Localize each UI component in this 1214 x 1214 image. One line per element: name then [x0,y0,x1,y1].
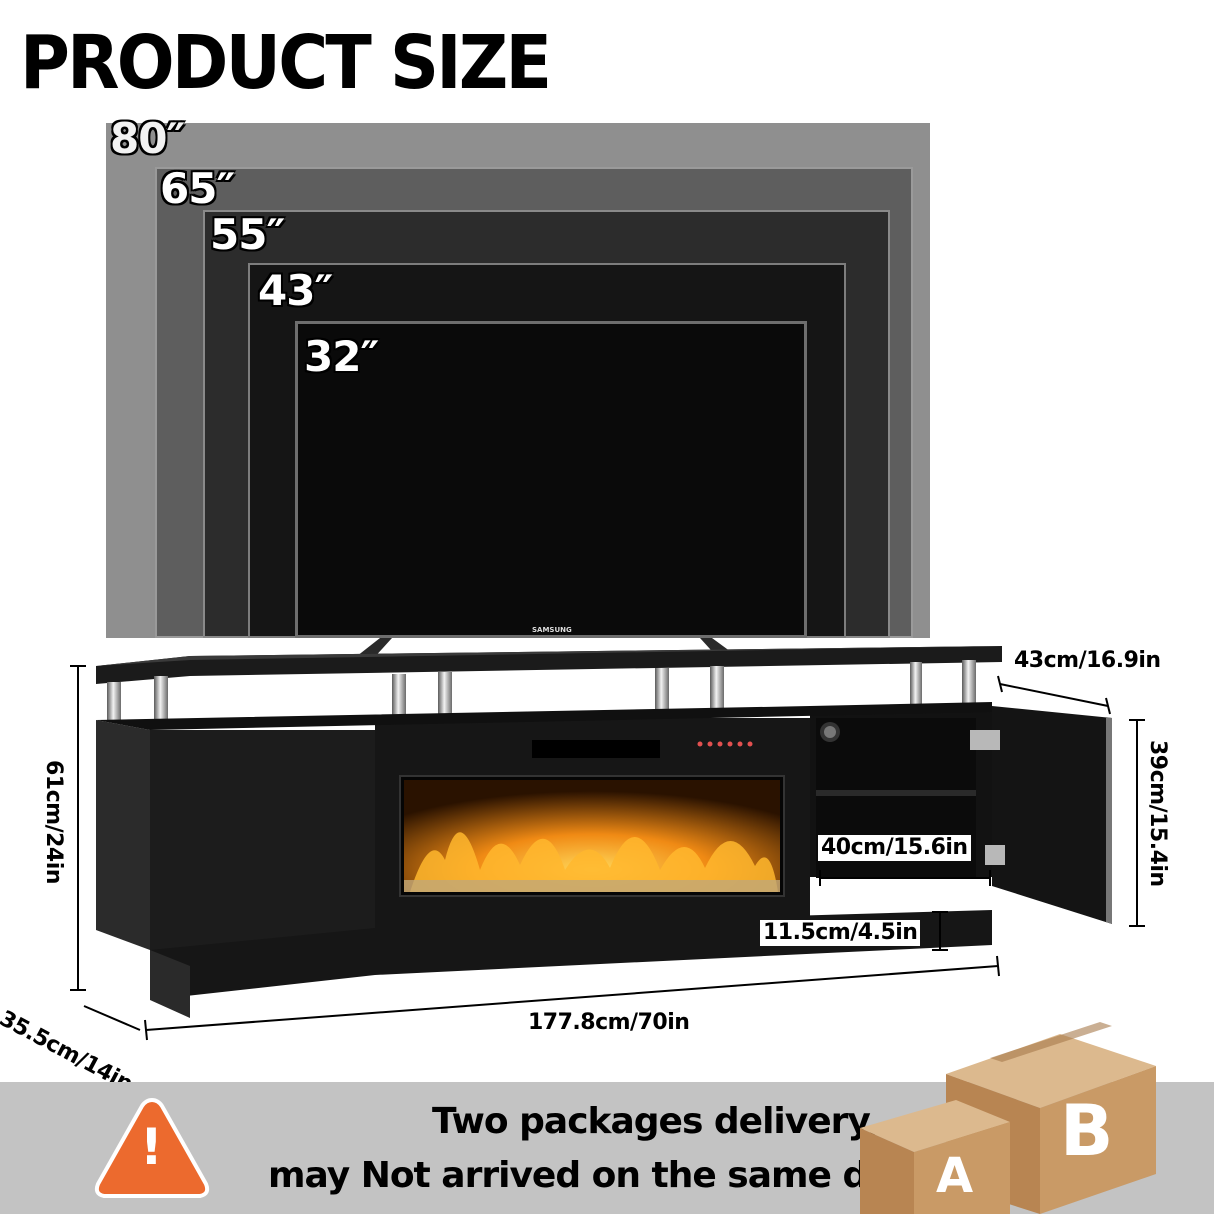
tv-brand-logo: SAMSUNG [532,626,572,634]
tv-size-label-32: 32″ [304,332,379,381]
tv-size-label-65: 65″ [160,164,235,213]
tv-size-label-43: 43″ [258,266,333,315]
shelf-width-dimension: 40cm/15.6in [818,835,971,861]
notice-line-2: may Not arrived on the same day. [268,1155,922,1196]
warning-glyph: ! [140,1118,163,1176]
base-height-dimension: 11.5cm/4.5in [760,920,921,946]
tv-screen-32 [295,321,807,638]
total-height-dimension: 61cm/24in [41,760,66,884]
notice-line-1: Two packages delivery, [432,1101,881,1142]
cabinet-height-dimension: 39cm/15.4in [1145,740,1170,887]
warning-icon [94,1097,210,1198]
page-title: PRODUCT SIZE [20,20,552,106]
package-boxes-illustration [860,1022,1156,1214]
box-a-label: A [936,1148,974,1204]
tv-size-label-55: 55″ [210,210,285,259]
box-b-label: B [1060,1090,1114,1172]
tv-size-label-80: 80″ [110,114,185,163]
total-width-dimension: 177.8cm/70in [528,1010,690,1035]
top-depth-dimension: 43cm/16.9in [1014,648,1161,673]
